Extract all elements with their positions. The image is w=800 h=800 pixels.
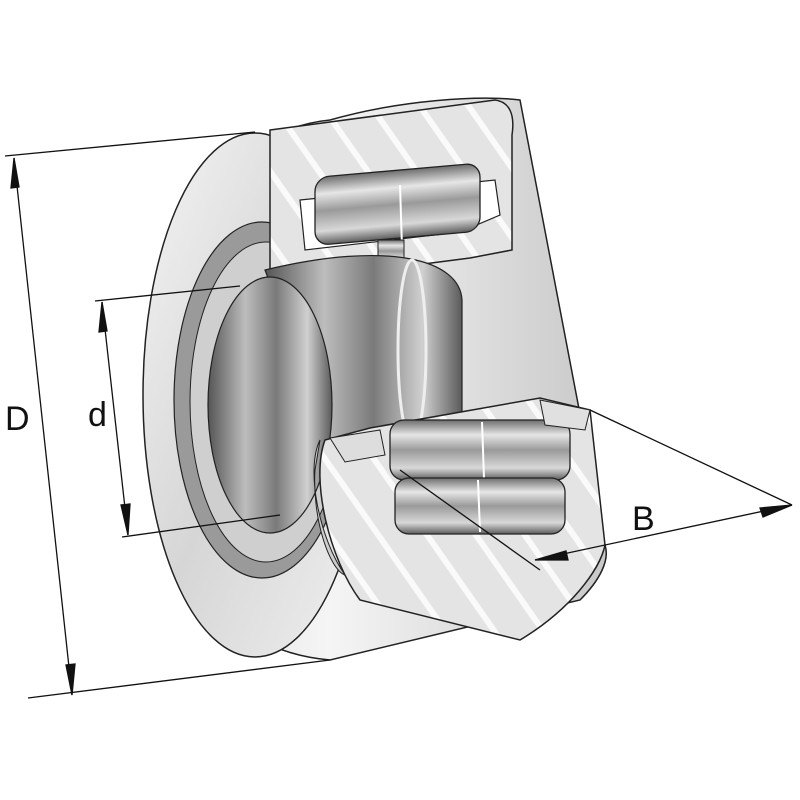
lower-rollers	[389, 399, 591, 535]
dimension-d	[94, 285, 281, 538]
dimension-label-D: D	[5, 400, 30, 438]
dimension-label-B: B	[632, 500, 655, 538]
dimension-B	[399, 409, 793, 571]
upper-rollers	[314, 163, 481, 263]
dimension-label-d: d	[88, 396, 107, 434]
dimension-D	[4, 131, 331, 699]
